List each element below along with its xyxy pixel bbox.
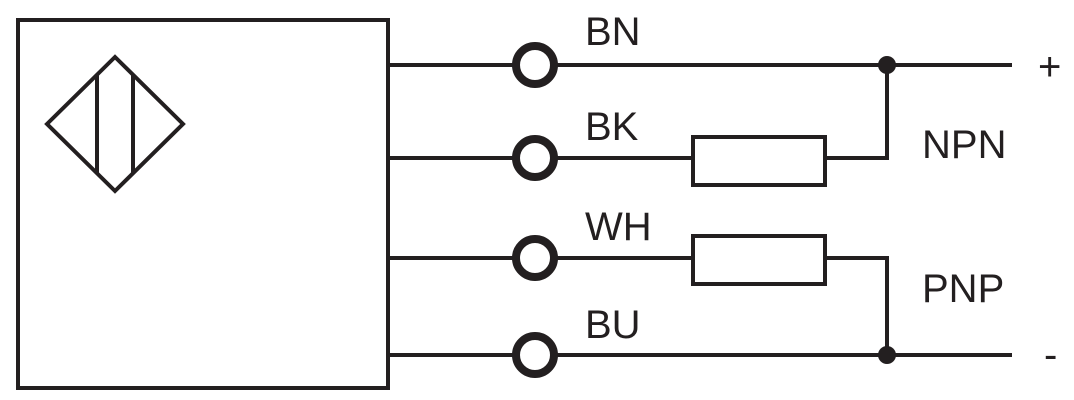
terminal-bu — [512, 332, 558, 378]
wire-label-bk: BK — [585, 105, 639, 149]
supply-positive-label: + — [1038, 45, 1061, 89]
load-resistor-npn — [691, 135, 827, 187]
wire-wh: WH — [388, 205, 889, 355]
inductive-sensor-symbol-icon — [44, 54, 186, 194]
terminal-wh — [512, 235, 558, 281]
load-resistor-pnp — [691, 234, 827, 286]
wire-label-bu: BU — [585, 303, 641, 347]
wire-bk: BK — [388, 65, 889, 187]
supply-negative-label: - — [1044, 333, 1057, 377]
sensor-housing — [16, 18, 390, 390]
wire-label-wh: WH — [585, 205, 652, 249]
npn-label: NPN — [922, 123, 1006, 167]
wire-bn: BN — [388, 10, 1012, 88]
pnp-label: PNP — [922, 267, 1004, 311]
terminal-bk — [512, 135, 558, 181]
terminal-bn — [512, 42, 558, 88]
wire-label-bn: BN — [585, 10, 641, 54]
sensor-body — [16, 18, 390, 390]
junction-dot — [878, 346, 896, 364]
wire-bu: BU — [388, 303, 1012, 378]
